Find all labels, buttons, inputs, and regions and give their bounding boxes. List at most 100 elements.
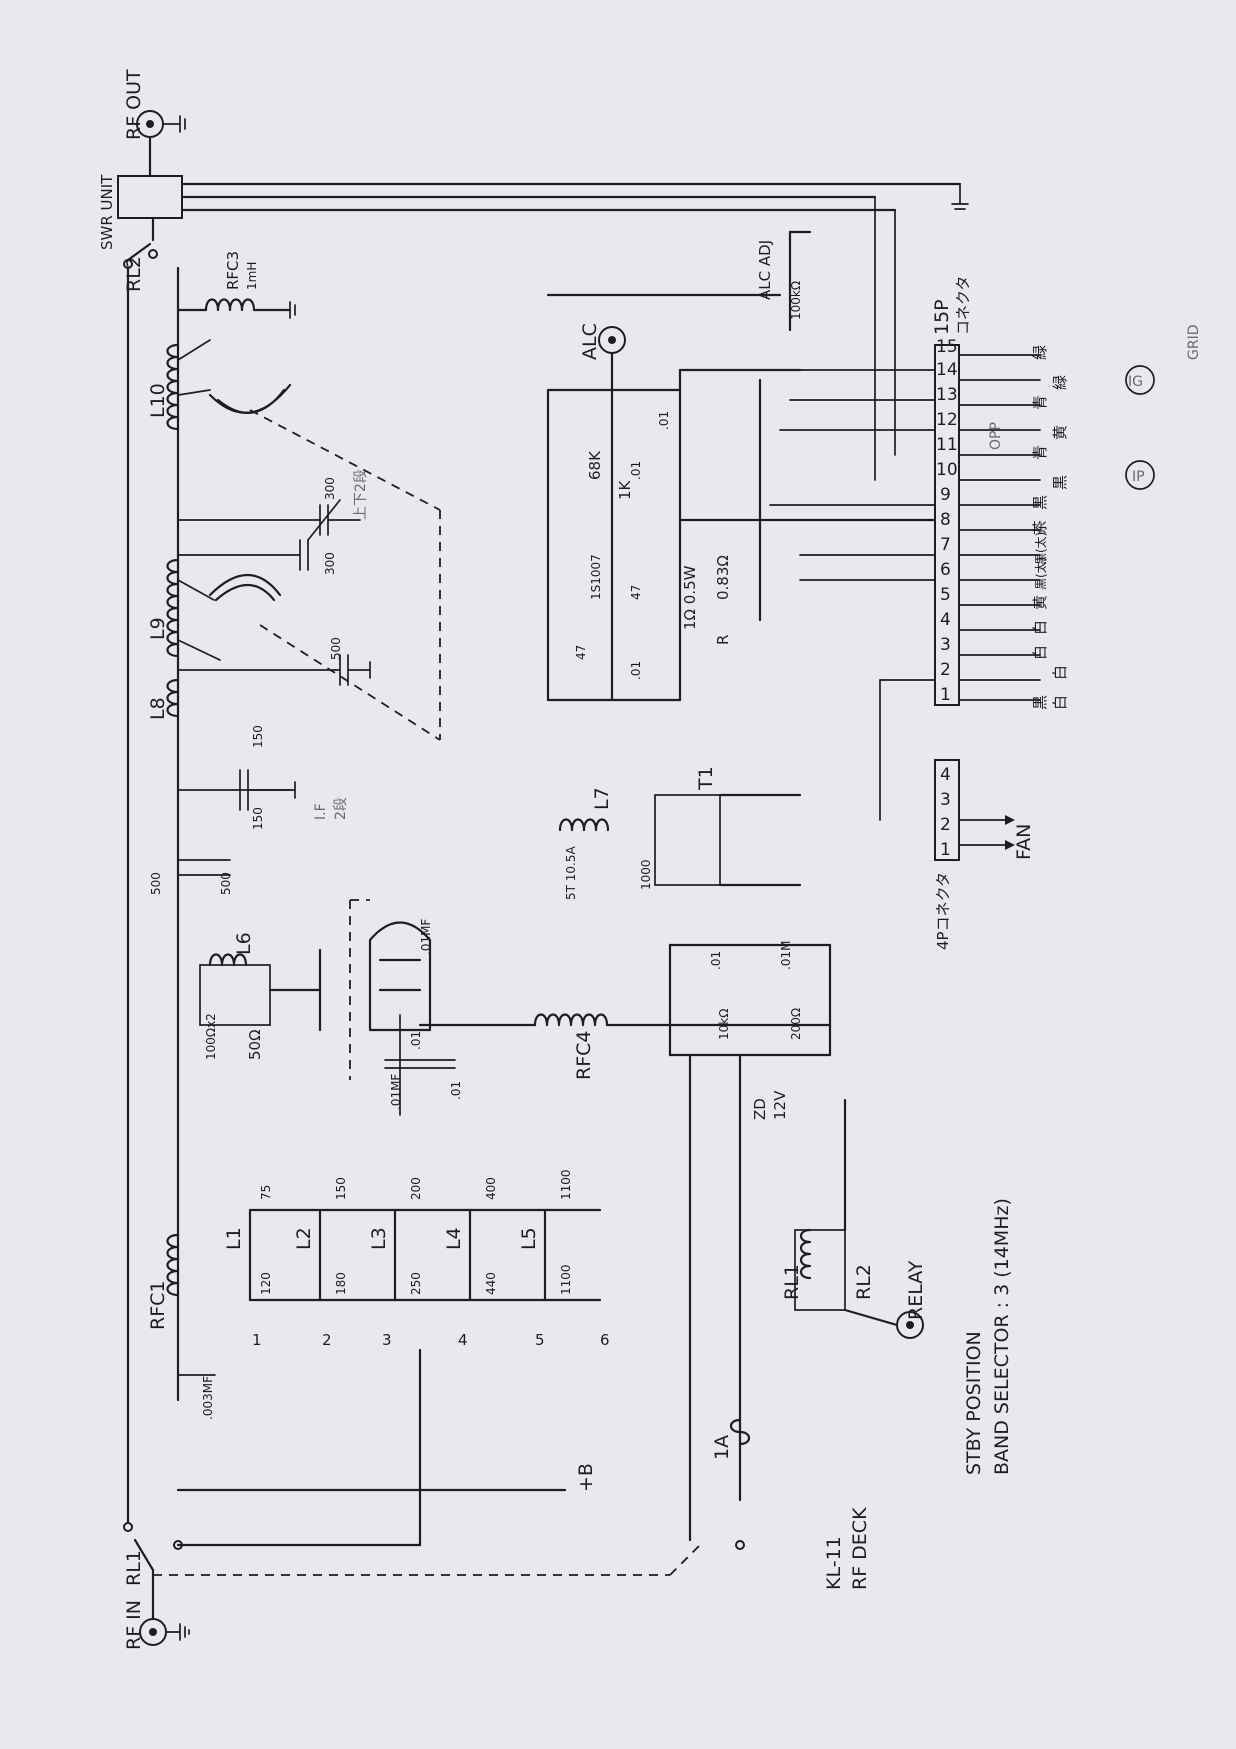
rl1-label: RL1: [123, 1550, 145, 1586]
zd-label: ZD: [751, 1098, 769, 1120]
zd-value: 12V: [771, 1090, 789, 1120]
note-band: BAND SELECTOR : 3 (14MHz): [991, 1198, 1013, 1475]
l6-res: 50Ω: [246, 1029, 264, 1060]
meter-notes: IG IP GRID OPP: [988, 325, 1202, 490]
pin-2: 2: [940, 660, 951, 680]
loading-note: 上下2段: [353, 469, 369, 520]
rfc1-choke: RFC1 .003MF: [147, 1233, 567, 1492]
cap-top-2: 150: [334, 1177, 348, 1200]
pin13-color: 青: [1031, 395, 1049, 410]
c-1000-label: 1000: [639, 859, 653, 890]
band-pos-5: 5: [535, 1331, 545, 1349]
t1-label: T1: [695, 766, 717, 791]
fuse: 1A: [711, 1418, 751, 1550]
rfc3-label: RFC3: [224, 251, 242, 290]
alc-circuit: ALC 68K 1K 1S1007 47 47 .01 .01 .01: [546, 323, 802, 702]
rfc4-choke: RFC4: [418, 1013, 832, 1080]
l2-label: L2: [293, 1227, 315, 1250]
c-01c-label: .01: [629, 661, 643, 680]
pin2-color: 白: [1051, 665, 1069, 680]
filament-circuit: L7 5T 10.5A T1 1000: [558, 766, 802, 900]
relay-connector-label: RELAY: [905, 1260, 927, 1320]
pin7-color: 黒(太): [1033, 532, 1048, 565]
connector-15p-label: 15P: [931, 299, 953, 335]
opp-note: OPP: [988, 422, 1004, 450]
cap-top-5: 1100: [559, 1169, 573, 1200]
rfc3-value: 1mH: [245, 262, 259, 290]
cap-top-3: 200: [409, 1177, 423, 1200]
subtitle-label: RF DECK: [849, 1507, 871, 1590]
l6-label: L6: [233, 932, 255, 955]
r-68k-label: 68K: [586, 450, 604, 480]
alc-label: ALC: [579, 323, 601, 360]
alc-adj-label: ALC ADJ: [756, 240, 774, 300]
pin12-color: 黄: [1051, 425, 1069, 440]
rl1-switch: RL1: [123, 1513, 183, 1621]
swr-unit: SWR UNIT: [98, 174, 969, 250]
pin3-color: 白: [1031, 645, 1049, 660]
rl2-coil-label: RL2: [853, 1264, 875, 1300]
connector-15p-sub: コネクタ: [954, 276, 972, 335]
ip-note: IP: [1132, 469, 1145, 485]
pin1-color: 黒: [1031, 695, 1049, 710]
fan-pin-1: 1: [940, 840, 951, 860]
relay-coils: RL1 RL2 RELAY: [781, 1098, 927, 1339]
rfc1-cap: .003MF: [201, 1376, 215, 1420]
c-01b-label: .01: [629, 461, 643, 480]
pin-15: 15: [936, 337, 958, 357]
pin-14: 14: [936, 360, 958, 380]
fuse-label: 1A: [711, 1435, 733, 1460]
tank-cap-500-val: 500: [329, 637, 343, 660]
tune-note-2: 2段: [333, 797, 349, 820]
pin-3: 3: [940, 635, 951, 655]
alc-adj-value: 100kΩ: [789, 281, 803, 320]
fan-pin-2: 2: [940, 815, 951, 835]
model-label: KL-11: [823, 1536, 845, 1590]
input-network: L1 L2 L3 L4 L5 75 150 200 400 1100 120 1…: [176, 1169, 610, 1547]
pin-6: 6: [940, 560, 951, 580]
l4-label: L4: [443, 1227, 465, 1250]
l3-label: L3: [368, 1227, 390, 1250]
cap-bot-1: 120: [259, 1272, 273, 1295]
pin4-color: 白: [1031, 620, 1049, 635]
pin-8: 8: [940, 510, 951, 530]
diode-label: 1S1007: [589, 554, 603, 600]
r-1k-label: 1K: [616, 479, 634, 500]
tube: [318, 899, 432, 1080]
connector-4p-label: 4Pコネクタ: [934, 872, 952, 950]
l9-coil: L9: [147, 558, 282, 661]
rf-out-label: RF OUT: [123, 69, 145, 140]
cap-top-4: 400: [484, 1177, 498, 1200]
band-pos-6: 6: [600, 1331, 610, 1349]
c-01m-label: .01M: [779, 941, 793, 970]
r-200-label: 200Ω: [789, 1008, 803, 1040]
cap-top-1: 75: [259, 1185, 273, 1200]
tune-cap-150b: 150: [251, 807, 265, 830]
fan-label: FAN: [1013, 824, 1035, 860]
r-1ohm-label: 1Ω 0.5W: [681, 565, 699, 630]
r-label: R: [714, 635, 732, 645]
pin-4: 4: [940, 610, 951, 630]
rf-in-label: RF IN: [123, 1600, 145, 1650]
connector-15p-pins: 1 2 3 4 5 6 7 8 9 10 11 12 13 14 15: [936, 337, 958, 705]
pin-13: 13: [936, 385, 958, 405]
rfc3-choke: RFC3 1mH: [176, 251, 296, 319]
ig-note: IG: [1128, 374, 1143, 390]
band-pos-2: 2: [322, 1331, 332, 1349]
cap-500a: 500: [149, 872, 163, 895]
tank-cap-300b: 300: [323, 552, 337, 575]
pin15-color: 緑: [1031, 345, 1049, 360]
pin-10: 10: [936, 460, 958, 480]
bias-network: .01 .01M 10kΩ 200Ω ZD 12V: [668, 941, 832, 1542]
alc-adj-pot: ALC ADJ 100kΩ: [546, 230, 812, 332]
swr-unit-label: SWR UNIT: [98, 174, 116, 250]
loading-caps: 300 300 上下2段: [177, 469, 369, 575]
cap-bot-2: 180: [334, 1272, 348, 1295]
cap-500b: 500: [219, 872, 233, 895]
pin1b-color: 白: [1051, 695, 1069, 710]
l10-label: L10: [147, 383, 169, 418]
pin-1: 1: [940, 685, 951, 705]
title-block: KL-11 RF DECK STBY POSITION BAND SELECTO…: [823, 1198, 1013, 1590]
r-083-label: 0.83Ω: [714, 555, 732, 600]
